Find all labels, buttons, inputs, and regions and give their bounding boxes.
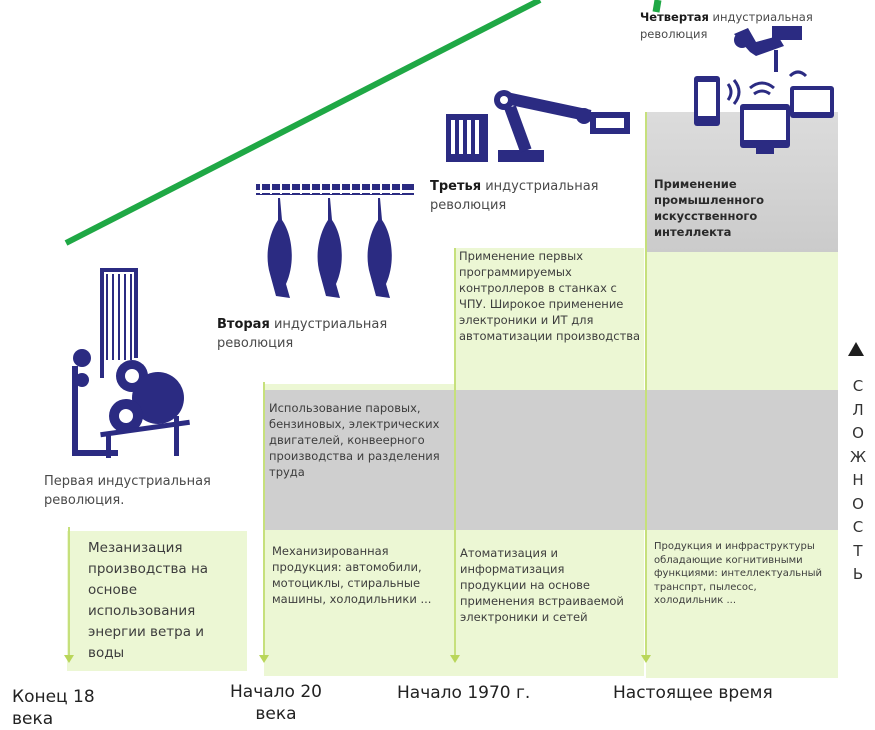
period-3-label: Начало 1970 г.	[397, 683, 531, 703]
revolution-1-title-text: Первая индустриальная революция.	[44, 474, 211, 508]
complexity-axis-label: С Л О Ж Н О С Т Ь	[850, 375, 866, 587]
guide-arrow-2	[259, 655, 269, 663]
axis-letter: Н	[852, 471, 864, 489]
revolution-3-title-bold: Третья	[430, 179, 482, 194]
revolution-3-title: Третья индустриальная революция	[430, 178, 640, 216]
guide-line-1	[68, 527, 70, 655]
axis-letter: Ж	[850, 447, 867, 466]
conveyor-icon	[256, 184, 414, 298]
revolution-4-title-bold: Четвертая	[640, 10, 709, 24]
guide-line-2	[263, 382, 265, 656]
revolution-4-technology: Применение промышленного искусственного …	[654, 177, 765, 240]
panel-green-1	[67, 531, 247, 671]
axis-letter: Ь	[852, 565, 864, 583]
revolution-2-title-bold: Вторая	[217, 317, 270, 332]
axis-letter: С	[852, 377, 864, 395]
robot-arm-cnc-icon	[446, 90, 630, 162]
robot-devices-icon	[694, 26, 834, 154]
revolution-2-title: Вторая индустриальная революция	[217, 316, 437, 354]
period-1-label: Конец 18 века	[12, 687, 95, 730]
axis-letter: Т	[853, 541, 863, 560]
revolution-3-description: Атоматизация и информатизация продукции …	[460, 546, 624, 625]
guide-arrow-4	[641, 655, 651, 663]
revolution-2-title-rest: индустриальная революция	[217, 317, 388, 351]
revolution-4-title-rest: индустриальная революция	[640, 10, 813, 41]
guide-line-3	[454, 248, 456, 656]
revolution-3-technology: Применение первых программируемых контро…	[459, 249, 641, 344]
loom-machine-icon	[72, 268, 190, 458]
grey-band-2	[264, 390, 838, 530]
revolution-1-title: Первая индустриальная революция.	[44, 473, 254, 511]
revolution-3-title-rest: индустриальная революция	[430, 179, 599, 213]
axis-letter: Л	[852, 400, 864, 419]
guide-line-4	[645, 112, 647, 656]
guide-arrow-3	[450, 655, 460, 663]
trend-line-end	[652, 0, 662, 13]
trend-line-stroke	[64, 0, 542, 246]
axis-letter: О	[852, 494, 864, 513]
revolution-2-technology: Использование паровых, бензиновых, элект…	[269, 401, 440, 480]
period-4-label: Настоящее время	[613, 683, 773, 703]
revolution-2-description: Механизированная продукция: автомобили, …	[272, 544, 432, 607]
revolution-4-description: Продукция и инфраструктуры обладающие ко…	[654, 541, 823, 606]
complexity-arrow-icon	[848, 342, 864, 356]
revolution-1-description: Мезанизация производства на основе испол…	[88, 540, 209, 661]
revolution-4-title: Четвертая индустриальная революция	[640, 9, 850, 42]
period-2-label: Начало 20 века	[230, 682, 322, 725]
guide-arrow-1	[64, 655, 74, 663]
axis-letter: С	[852, 518, 864, 536]
axis-letter: О	[852, 424, 864, 442]
